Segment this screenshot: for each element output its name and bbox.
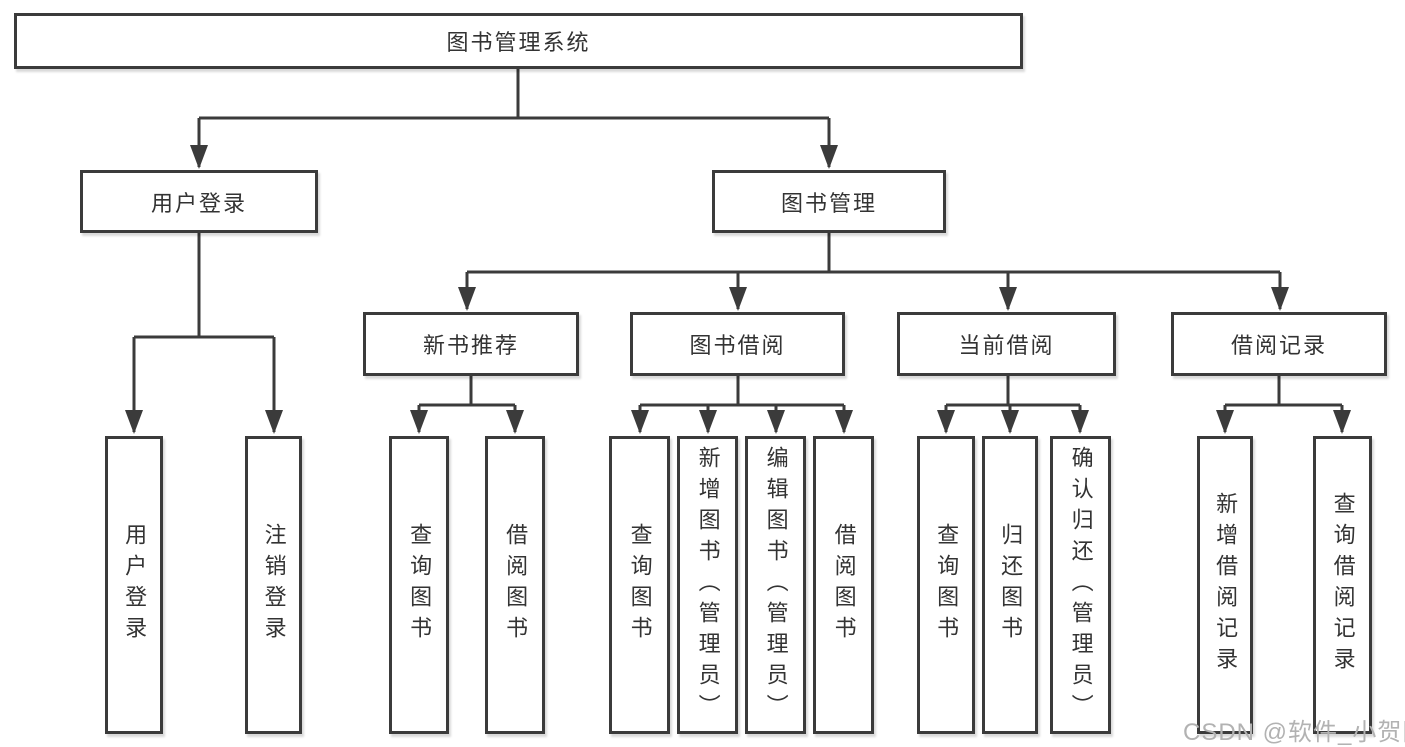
node-library-system: 图书管理系统 xyxy=(14,13,1023,69)
csdn-watermark: CSDN @软件_小贺同学 xyxy=(1183,719,1405,746)
node-label: 归还图书 xyxy=(998,523,1024,647)
node-new-book-recommend: 新书推荐 xyxy=(363,312,579,376)
leaf-borrow-books-recommend: 借阅图书 xyxy=(485,436,545,734)
node-label: 新增借阅记录 xyxy=(1213,492,1239,678)
node-current-borrow: 当前借阅 xyxy=(897,312,1116,376)
leaf-borrow-books: 借阅图书 xyxy=(813,436,874,734)
leaf-return-book: 归还图书 xyxy=(982,436,1038,734)
leaf-logout: 注销登录 xyxy=(245,436,302,734)
node-label: 借阅图书 xyxy=(503,523,529,647)
node-label: 当前借阅 xyxy=(958,333,1055,358)
node-user-login-group: 用户登录 xyxy=(80,170,318,233)
node-label: 查询图书 xyxy=(627,523,653,647)
leaf-query-books-current: 查询图书 xyxy=(917,436,975,734)
leaf-query-borrow-record: 查询借阅记录 xyxy=(1313,436,1372,734)
node-label: 用户登录 xyxy=(122,523,148,647)
node-label: 注销登录 xyxy=(261,523,287,647)
node-label: 新书推荐 xyxy=(422,333,519,358)
node-label: 图书管理 xyxy=(780,190,877,216)
node-label: 新增图书（管理员） xyxy=(695,445,721,725)
leaf-query-books-recommend: 查询图书 xyxy=(389,436,449,734)
node-label: 查询图书 xyxy=(934,523,960,647)
node-label: 图书借阅 xyxy=(689,333,786,358)
node-label: 确认归还（管理员） xyxy=(1068,445,1094,725)
node-book-management: 图书管理 xyxy=(712,170,946,233)
leaf-add-book-admin: 新增图书（管理员） xyxy=(677,436,738,734)
node-label: 图书管理系统 xyxy=(446,30,591,55)
node-label: 查询借阅记录 xyxy=(1330,492,1356,678)
node-label: 借阅记录 xyxy=(1230,333,1327,358)
leaf-confirm-return-admin: 确认归还（管理员） xyxy=(1050,436,1111,734)
node-borrow-records: 借阅记录 xyxy=(1171,312,1387,376)
node-label: 用户登录 xyxy=(150,190,247,216)
leaf-query-books-borrow: 查询图书 xyxy=(609,436,670,734)
node-label: 借阅图书 xyxy=(831,523,857,647)
leaf-user-login: 用户登录 xyxy=(105,436,163,734)
leaf-add-borrow-record: 新增借阅记录 xyxy=(1197,436,1253,734)
node-book-borrow: 图书借阅 xyxy=(630,312,845,376)
node-label: 查询图书 xyxy=(407,523,433,647)
leaf-edit-book-admin: 编辑图书（管理员） xyxy=(745,436,806,734)
node-label: 编辑图书（管理员） xyxy=(763,445,789,725)
